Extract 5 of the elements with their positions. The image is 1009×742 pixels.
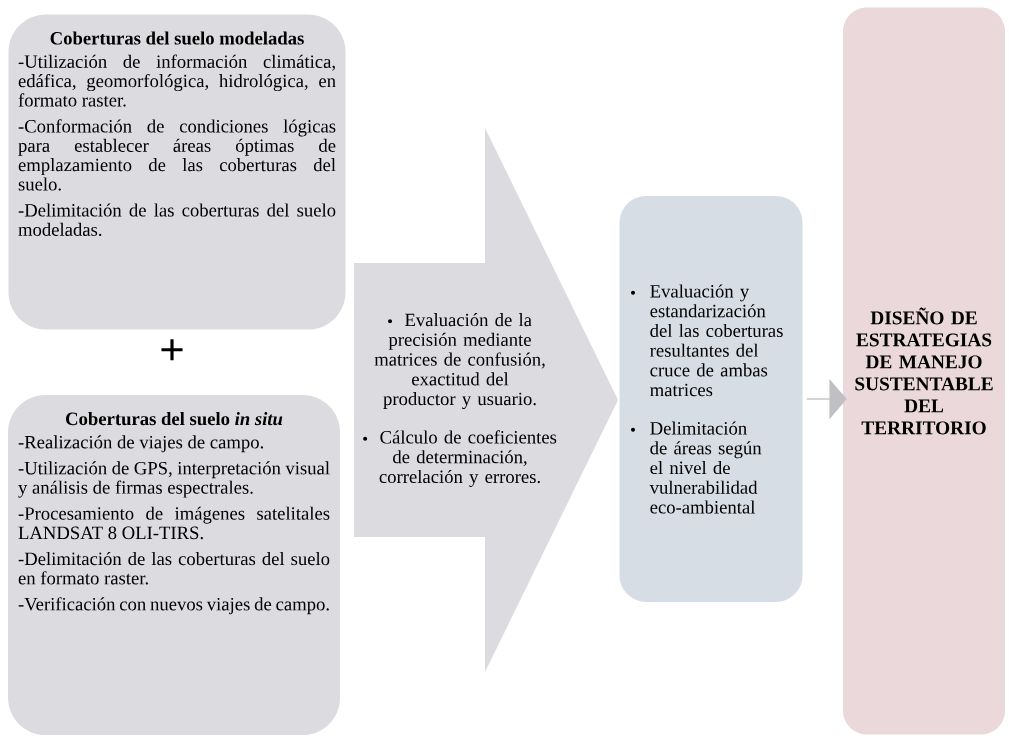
rounded-box: Evaluación y estandarización del las coberturas resultantes del cruce de ambas matrices Delimitación de áreas según el nivel de vulnerabilidad eco-ambiental [619,196,803,602]
tall-box: DISEÑO DE ESTRATEGIAS DE MANEJO SUSTENTABLE DEL TERRITORIO [843,7,1005,735]
rounded-box: Coberturas del suelo in situ -Realización de viajes de campo. -Utilización de GPS, interpretación visual y análisis de firmas espectrales. -Procesamiento de imágenes satelitales LANDSAT 8 OLI-TIRS. -Delimitación de las coberturas del suelo en formato raster. -Verificación con nuevos viajes de campo. [8,395,340,735]
rounded-box: Coberturas del suelo modeladas -Utilización de información climática, edáfica, geomorfológica, hidrológica, en formato raster. -Conformación de condiciones lógicas para establecer áreas óptimas de emplazamiento de las coberturas del suelo. -Delimitación de las coberturas del suelo modeladas. [8,14,346,330]
plus-sign: + [161,339,183,361]
